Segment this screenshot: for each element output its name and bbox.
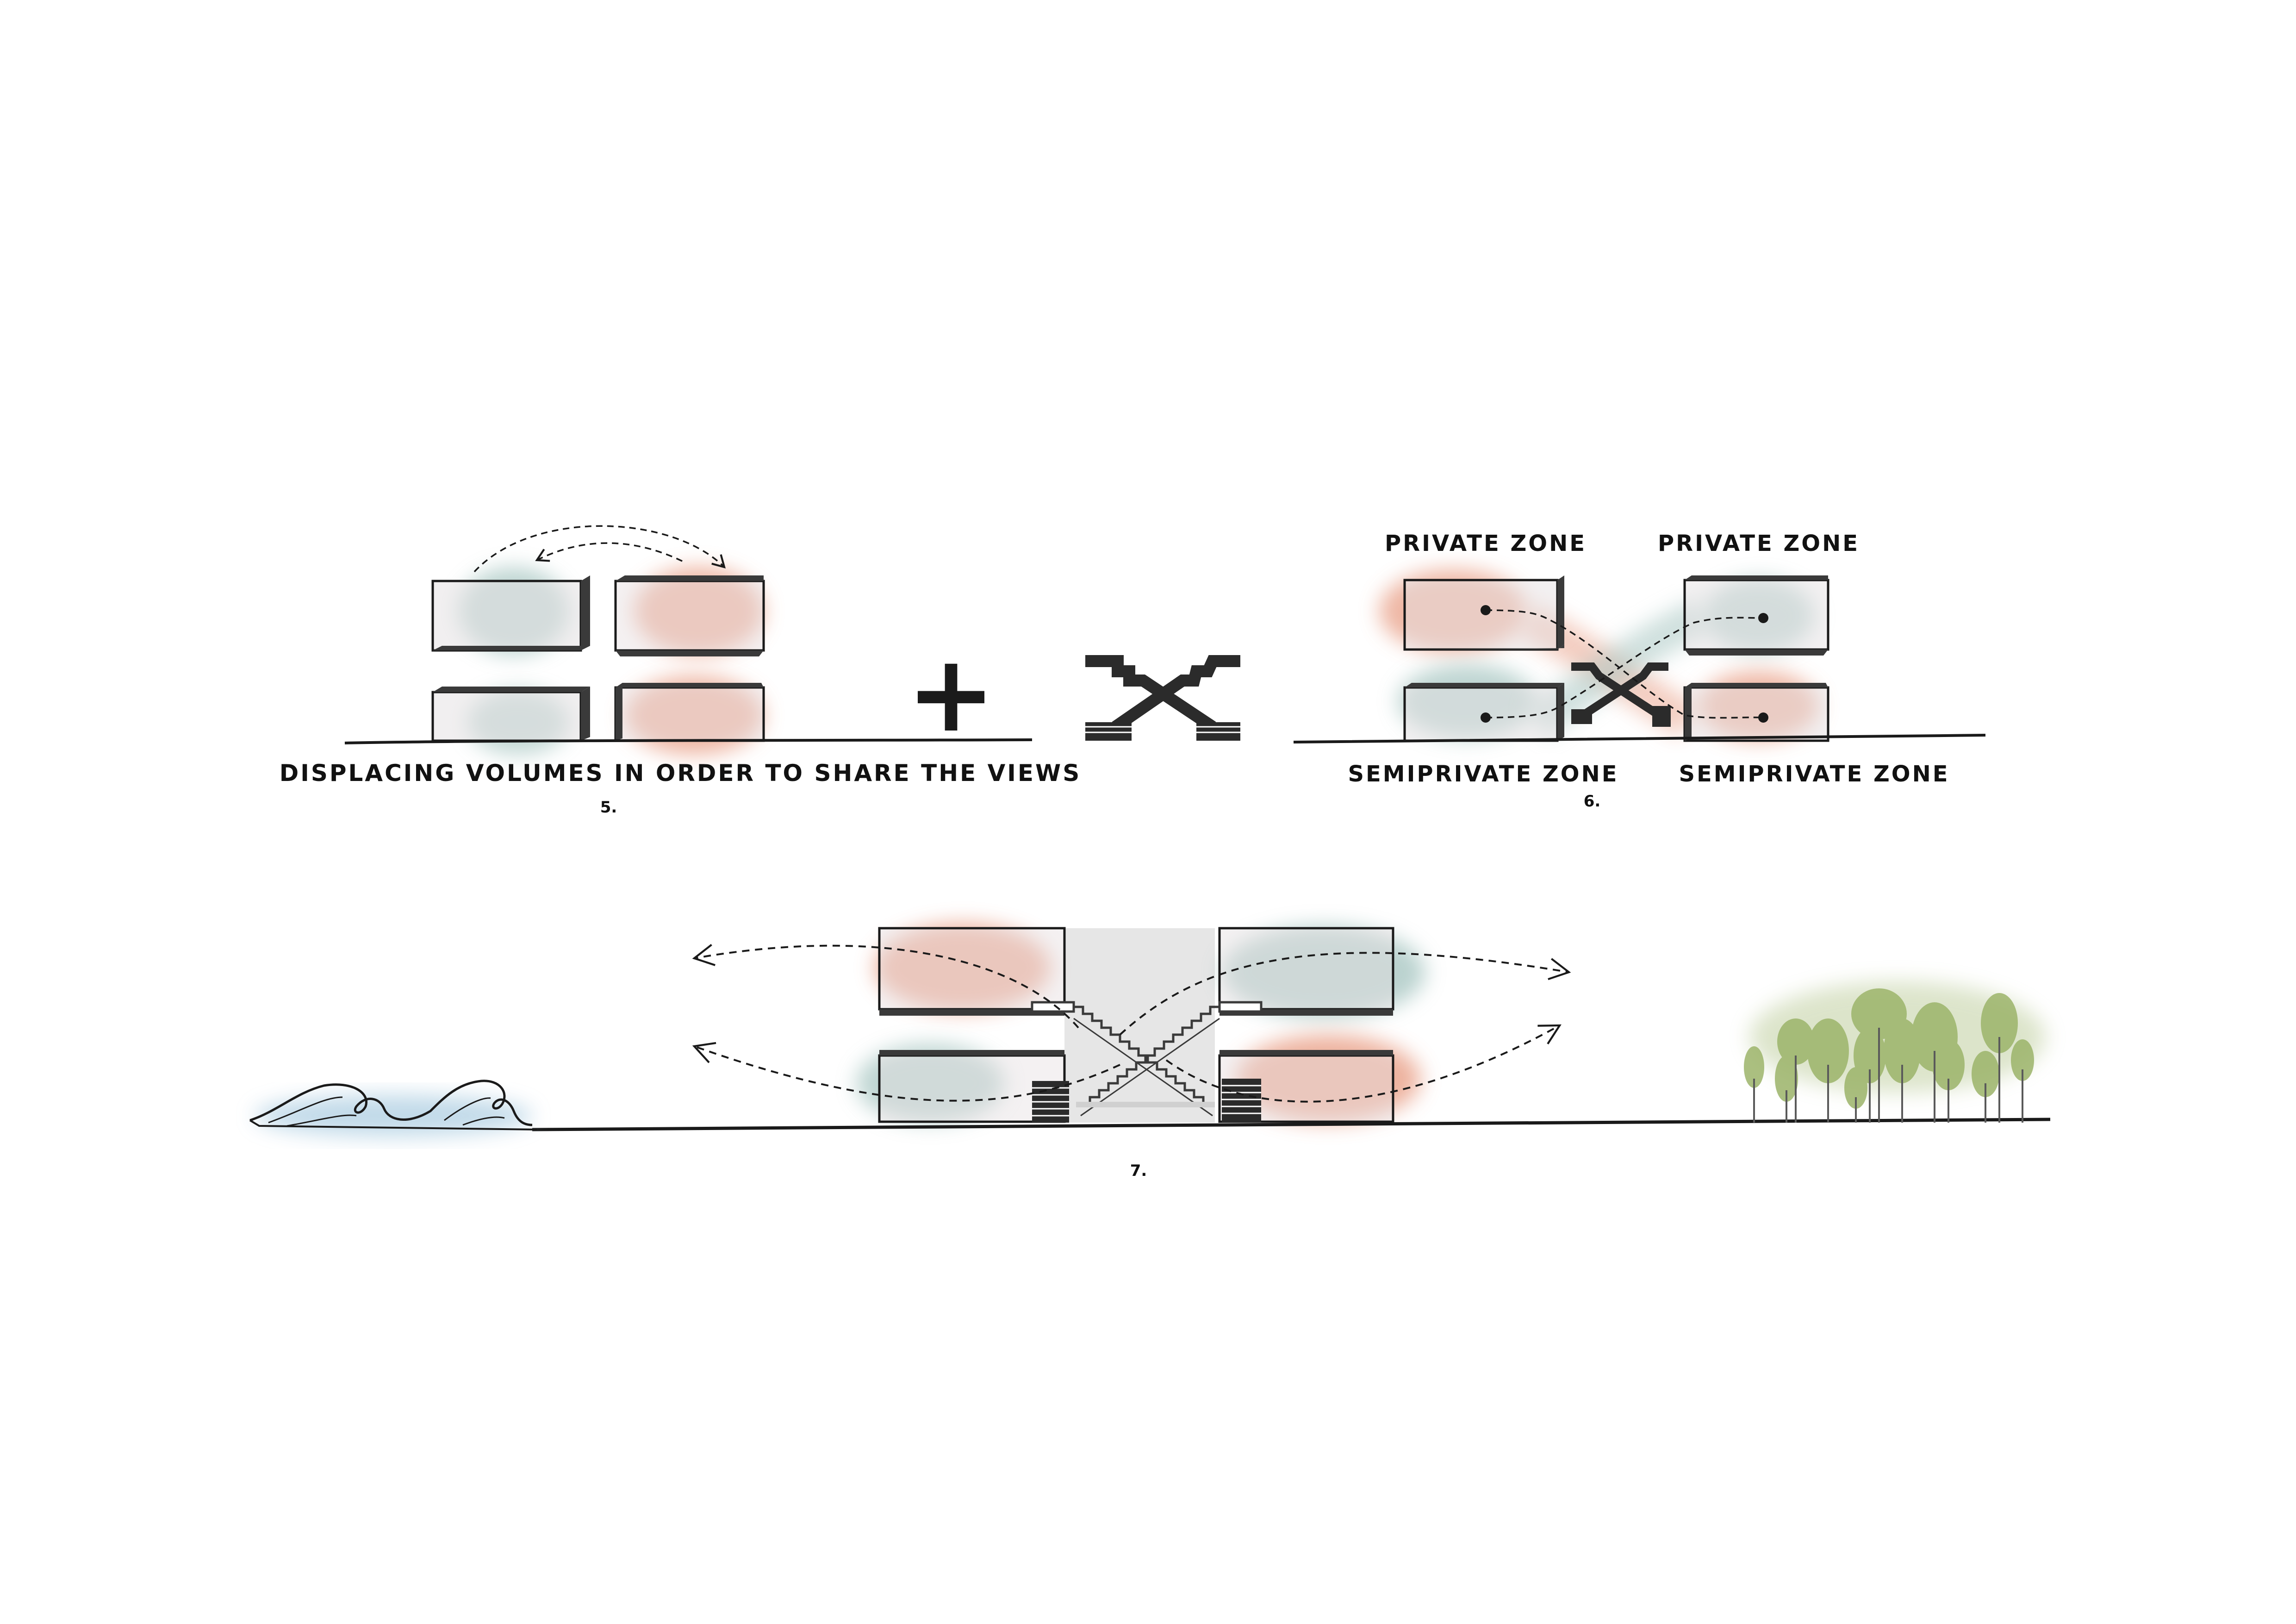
teal-wash-upper-right	[1222, 926, 1425, 1018]
zone-point-semiprivate-right	[1758, 712, 1768, 723]
view-exchange-arrow-inner	[535, 542, 685, 563]
coral-wash-upper-left	[875, 924, 1051, 1012]
number-6: 6.	[1584, 792, 1601, 811]
caption-5: DISPLACING VOLUMES IN ORDER TO SHARE THE…	[280, 760, 1081, 787]
volume-top-right	[614, 575, 765, 656]
ground-line-5	[344, 738, 1033, 744]
view-exchange-arrow-outer	[473, 525, 726, 573]
teal-wash-lower-left	[856, 1044, 1004, 1123]
volume-bottom-right	[614, 683, 765, 742]
view-arrow-upper-left	[692, 944, 1079, 1029]
connection-semiprivate-left-to-private-right	[1485, 617, 1764, 718]
cross-staircase-icon	[1085, 655, 1240, 741]
coral-wash-top-right	[634, 567, 764, 655]
number-5: 5.	[600, 798, 617, 817]
label-private-zone-left: PRIVATE ZONE	[1385, 531, 1587, 556]
view-arrow-lower-right	[1165, 1024, 1562, 1103]
section-volume-upper-left	[878, 927, 1066, 1016]
diagram-7: 7.	[249, 924, 2051, 1180]
plus-symbol: +	[907, 632, 996, 756]
cross-staircase-small-icon	[1571, 662, 1671, 727]
diagram-5: + DISPLACING VOLUMES IN ORDER TO SHARE T…	[280, 525, 1240, 817]
private-zone-volume-right	[1683, 575, 1829, 656]
wave-icon	[249, 1080, 537, 1137]
section-volume-upper-right	[1218, 927, 1394, 1016]
label-semiprivate-zone-right: SEMIPRIVATE ZONE	[1679, 761, 1949, 787]
diagram-6: PRIVATE ZONE PRIVATE ZONE SEMIPRIVATE ZO…	[1293, 531, 1986, 811]
coral-wash-bottom-right	[625, 676, 764, 755]
number-7: 7.	[1130, 1162, 1147, 1180]
label-semiprivate-zone-left: SEMIPRIVATE ZONE	[1348, 761, 1618, 787]
semiprivate-zone-volume-left	[1403, 683, 1564, 742]
ground-line-6	[1293, 734, 1986, 743]
semiprivate-zone-volume-right	[1683, 683, 1829, 742]
view-arrow-upper-right	[1119, 952, 1571, 1036]
volume-bottom-left	[431, 687, 590, 742]
trees-icon	[1744, 981, 2046, 1123]
private-zone-volume-left	[1403, 575, 1564, 651]
volume-top-left	[431, 575, 590, 652]
section-staircase	[1031, 1001, 1263, 1123]
label-private-zone-right: PRIVATE ZONE	[1658, 531, 1860, 556]
connection-private-left-to-semiprivate-right	[1485, 609, 1764, 719]
